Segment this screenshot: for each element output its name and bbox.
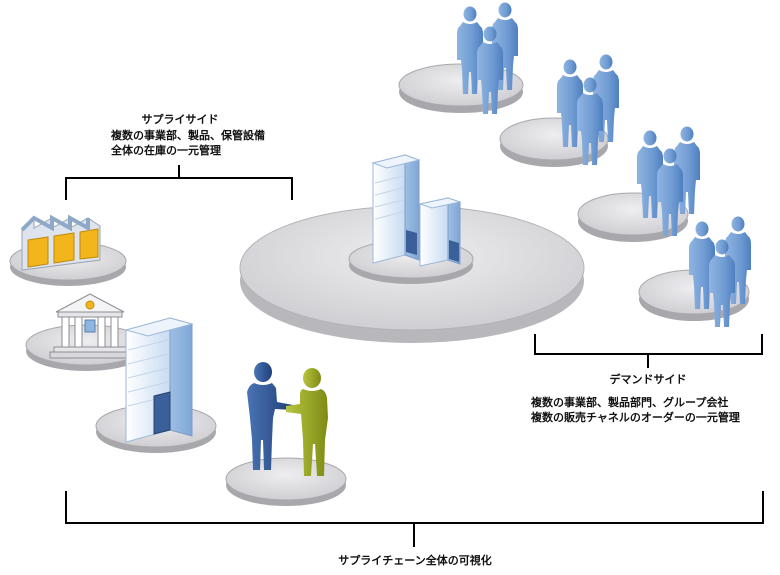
customer-group-1 xyxy=(398,2,524,114)
supply-side-description: 複数の事業部、製品、保管設備 全体の在庫の一元管理 xyxy=(111,128,265,158)
demand-side-title: デマンドサイド xyxy=(609,373,687,386)
demand-side-description: 複数の事業部、製品部門、グループ会社 複数の販売チャネルのオーダーの一元管理 xyxy=(531,395,740,425)
handshake-icon xyxy=(247,362,328,476)
supply-side-title: サプライサイド xyxy=(141,113,219,126)
supply-side-line-1: 複数の事業部、製品、保管設備 xyxy=(111,129,265,142)
supply-side-label: サプライサイド xyxy=(80,112,280,127)
demand-side-line-2: 複数の販売チャネルのオーダーの一元管理 xyxy=(531,411,740,424)
headquarters-building-icon xyxy=(371,154,462,267)
partner-platform xyxy=(225,457,347,506)
supply-chain-visibility-caption: サプライチェーン全体の可視化 xyxy=(338,554,492,567)
customer-group-2 xyxy=(499,54,619,167)
office-building-icon xyxy=(124,317,194,443)
demand-side-label: デマンドサイド xyxy=(548,372,748,387)
customer-group-3 xyxy=(577,126,700,242)
demand-side-line-1: 複数の事業部、製品部門、グループ会社 xyxy=(531,396,729,409)
whole-supply-chain-bracket xyxy=(65,491,764,547)
footer-caption: サプライチェーン全体の可視化 xyxy=(290,553,540,568)
bank-icon xyxy=(49,293,131,359)
demand-side-bracket xyxy=(534,334,763,368)
warehouse-icon xyxy=(20,214,101,271)
customer-group-4 xyxy=(638,216,751,327)
supply-side-line-2: 全体の在庫の一元管理 xyxy=(111,144,221,157)
supply-side-bracket xyxy=(65,165,293,200)
